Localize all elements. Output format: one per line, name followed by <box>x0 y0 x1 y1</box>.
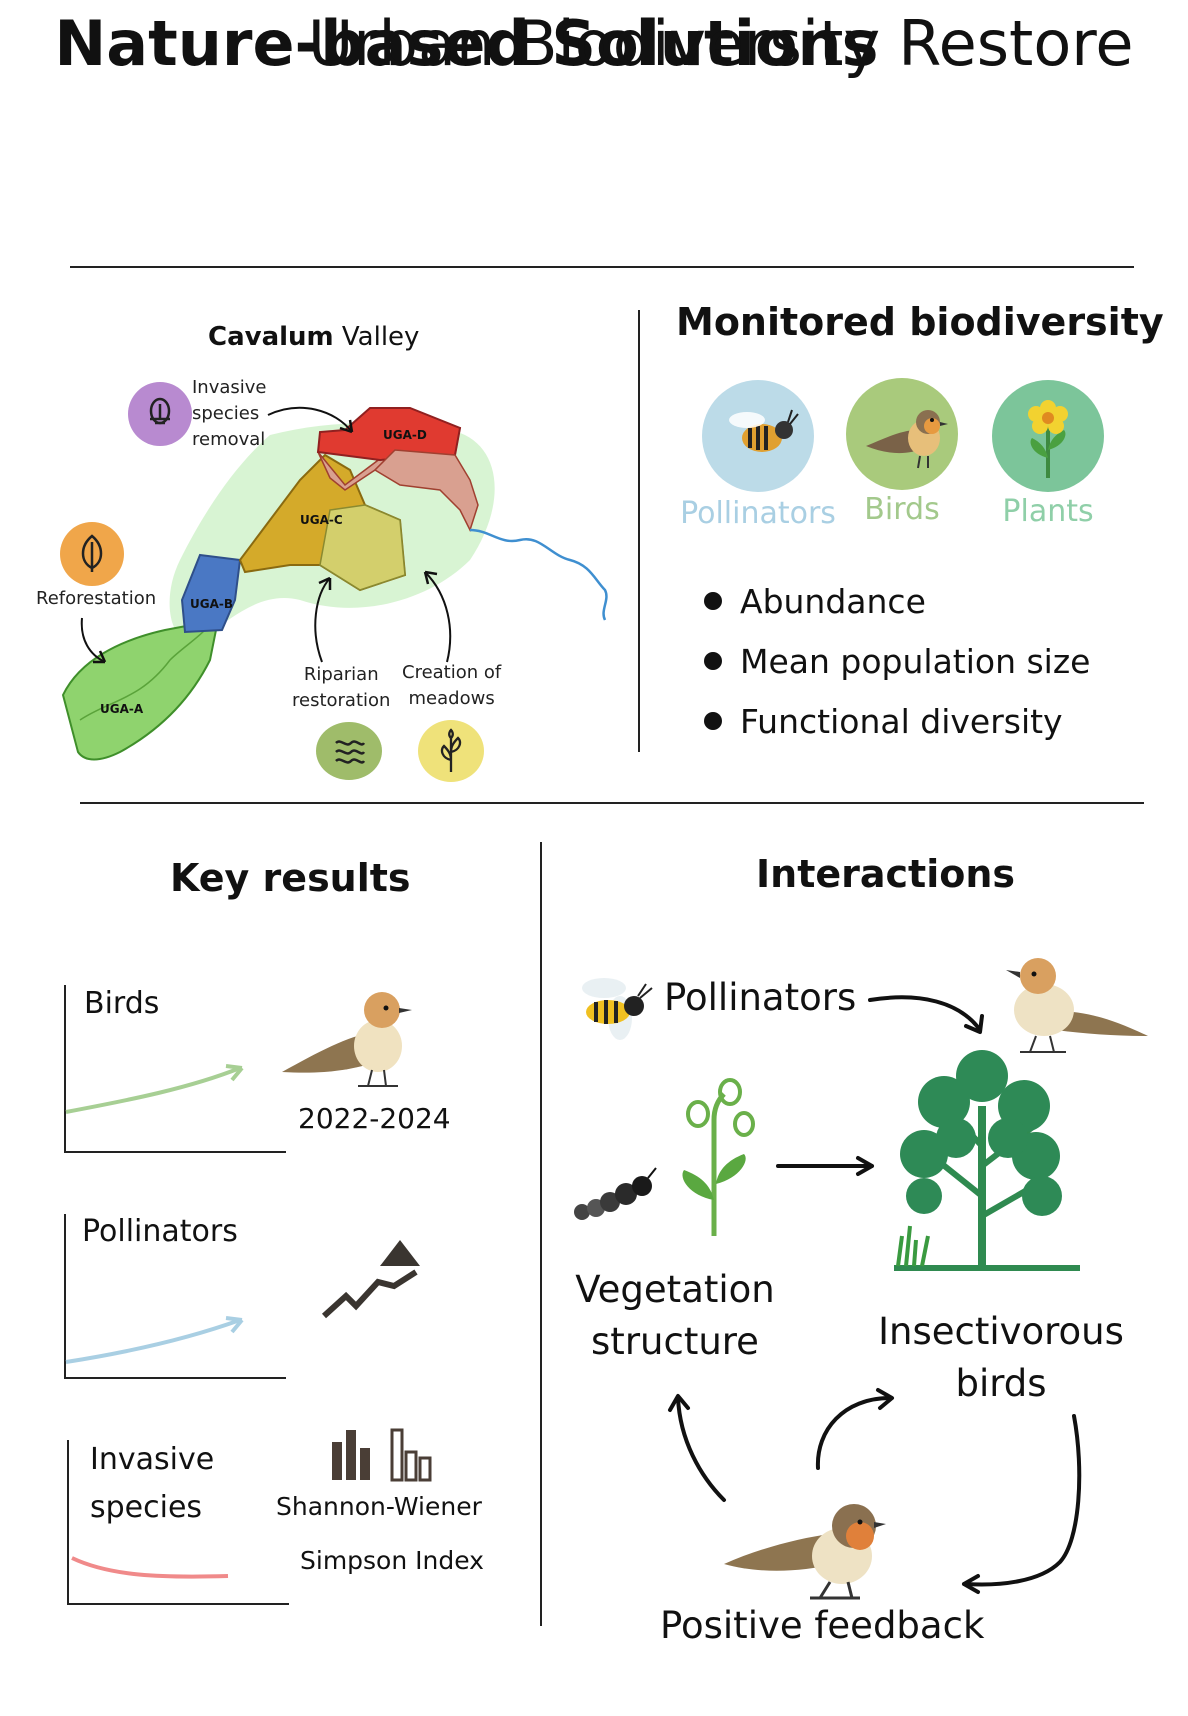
arrow-feedback-to-birds <box>815 1396 892 1470</box>
map-title-bold: Cavalum <box>208 322 334 352</box>
pollinator-group-icon <box>702 380 814 492</box>
page-title-line-1: Nature-based Solutions Restore <box>0 0 1188 88</box>
robin-icon <box>1006 958 1148 1053</box>
interactions-heading: Interactions <box>756 852 1016 896</box>
section-divider-bottom <box>540 842 542 1626</box>
interaction-pollinators-label: Pollinators <box>664 976 857 1019</box>
arrow-meadows <box>424 571 452 663</box>
insectivorous-line-2: birds <box>955 1362 1047 1405</box>
bird-group-icon <box>846 378 958 490</box>
section-divider-top <box>638 310 640 752</box>
pollinators-label: Pollinators <box>680 496 836 531</box>
bird-illustration-icon <box>282 992 412 1087</box>
plant-group-icon <box>992 380 1104 492</box>
arrow-feedback-to-vegetation <box>676 1396 726 1502</box>
invasive-label-line-2: species <box>90 1490 203 1525</box>
vegetation-structure-label: Vegetation structure <box>560 1264 790 1368</box>
bullet-dot <box>704 591 722 610</box>
page-title-rest: Restore <box>878 7 1134 80</box>
invasive-removal-icon <box>128 382 192 446</box>
zone-label-b: UGA-B <box>190 597 234 611</box>
reforestation-icon <box>60 522 124 586</box>
plants-label: Plants <box>1002 494 1094 529</box>
page-title-bold: Nature-based Solutions <box>54 7 879 80</box>
bee-icon <box>582 978 653 1040</box>
top-divider <box>70 266 1134 268</box>
invasive-line-2: species <box>192 403 260 424</box>
arrow-pollinators-to-birds <box>868 995 982 1032</box>
riparian-water-icon <box>316 722 382 780</box>
metric-item: Functional diversity <box>704 702 1063 741</box>
zone-label-d: UGA-D <box>383 428 427 442</box>
result-pollinators-label: Pollinators <box>82 1214 238 1249</box>
riparian-line-2: restoration <box>292 690 391 711</box>
insectivorous-birds-label: Insectivorous birds <box>876 1306 1126 1410</box>
positive-feedback-label: Positive feedback <box>660 1604 985 1647</box>
metric-mean-population: Mean population size <box>740 642 1091 681</box>
metric-functional-diversity: Functional diversity <box>740 702 1063 741</box>
meadows-plant-icon <box>418 720 484 782</box>
invasive-line-3: removal <box>192 429 266 450</box>
seedling-icon <box>682 1078 755 1236</box>
meadows-line-1: Creation of <box>402 662 502 683</box>
map-title-rest: Valley <box>333 322 420 352</box>
insect-larva-icon <box>574 1167 657 1220</box>
trend-up-icon <box>321 1240 420 1319</box>
bullet-dot <box>704 651 722 670</box>
birds-label: Birds <box>864 492 940 527</box>
index-shannon-label: Shannon-Wiener <box>276 1492 482 1521</box>
riparian-line-1: Riparian <box>303 664 379 685</box>
middle-divider <box>80 802 1144 804</box>
bullet-dot <box>704 711 722 730</box>
invasive-line-1: Invasive <box>192 377 267 398</box>
invasive-removal-label: Invasive species removal <box>192 375 267 453</box>
robin-feedback-icon <box>724 1504 886 1600</box>
period-label: 2022-2024 <box>298 1102 451 1135</box>
insectivorous-line-1: Insectivorous <box>878 1310 1124 1353</box>
zone-label-c: UGA-C <box>300 513 343 527</box>
tree-icon <box>894 1050 1080 1271</box>
reforestation-label: Reforestation <box>36 588 157 609</box>
result-invasive-label: Invasive species <box>90 1436 214 1532</box>
monitored-heading: Monitored biodiversity <box>676 300 1164 344</box>
trend-panels <box>64 985 289 1605</box>
zone-label-a: UGA-A <box>100 702 144 716</box>
vegetation-line-2: structure <box>591 1320 759 1363</box>
metric-abundance: Abundance <box>740 582 926 621</box>
metric-item: Abundance <box>704 582 926 621</box>
arrow-reforestation <box>80 617 106 663</box>
arrow-invasive <box>267 406 353 433</box>
page-title-line-2: Urban Biodiversity <box>307 7 881 80</box>
vegetation-line-1: Vegetation <box>575 1268 775 1311</box>
valley-map <box>61 406 608 761</box>
metric-item: Mean population size <box>704 642 1090 681</box>
invasive-label-line-1: Invasive <box>90 1442 215 1477</box>
index-simpson-label: Simpson Index <box>300 1546 484 1575</box>
invasive-trend-line <box>71 1556 229 1579</box>
meadows-line-2: meadows <box>408 688 495 709</box>
result-birds-label: Birds <box>84 986 160 1021</box>
map-title: Cavalum Valley <box>208 322 419 352</box>
meadows-label: Creation of meadows <box>402 660 501 712</box>
pollinators-trend-line <box>65 1318 241 1364</box>
riparian-label: Riparian restoration <box>292 662 390 714</box>
arrow-riparian <box>314 577 331 663</box>
key-results-heading: Key results <box>170 856 411 900</box>
birds-trend-line <box>65 1066 241 1114</box>
river <box>469 528 608 621</box>
arrow-birds-to-feedback <box>964 1414 1082 1587</box>
diversity-index-icon <box>332 1428 432 1482</box>
